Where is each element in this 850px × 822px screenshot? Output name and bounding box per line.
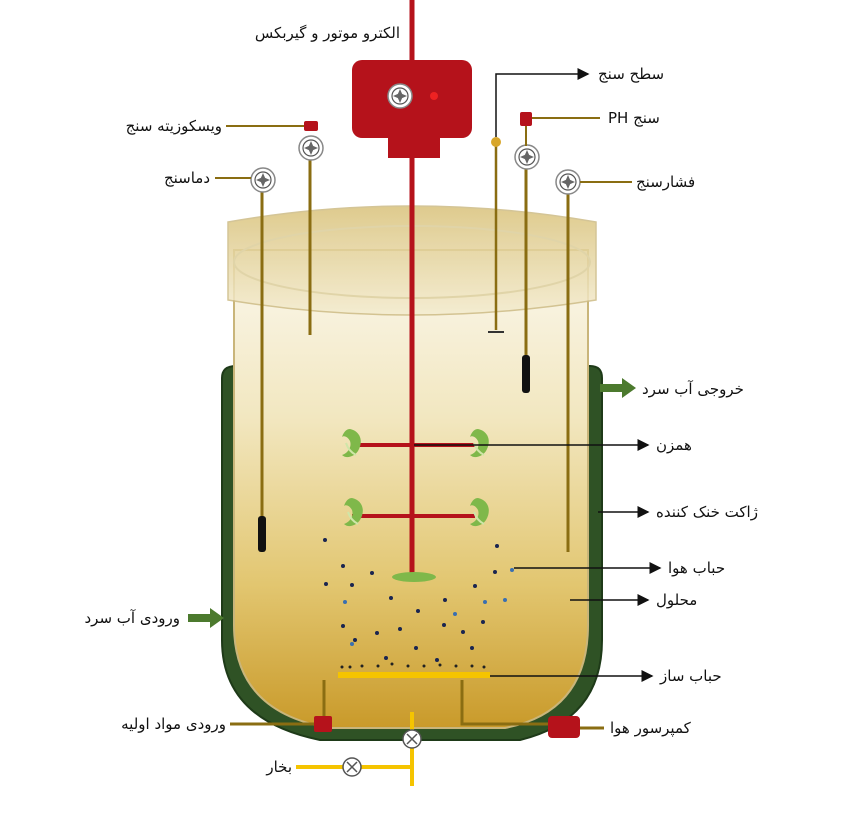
steam-inlet-valve-icon xyxy=(342,757,362,777)
label-raw-material-inlet: ورودی مواد اولیه xyxy=(121,715,226,733)
motor-led xyxy=(430,92,438,100)
ph-gauge-icon xyxy=(514,144,540,170)
label-ph-meter: PH سنج xyxy=(608,109,660,127)
level-leader xyxy=(495,68,590,137)
coolant-out-arrow-icon xyxy=(600,378,636,398)
thermometer-tip xyxy=(258,516,266,552)
air-compressor-box xyxy=(548,716,580,738)
label-pressure-gauge: فشارسنج xyxy=(636,173,695,191)
ph-tip xyxy=(522,355,530,393)
viscometer-gauge-icon xyxy=(298,135,324,161)
label-coolant-in: ورودی آب سرد xyxy=(84,609,180,627)
label-air-compressor: کمپرسور هوا xyxy=(610,719,692,738)
viscometer-connector xyxy=(304,121,318,131)
label-solution: محلول xyxy=(656,591,697,609)
label-agitator: همزن xyxy=(656,436,692,454)
motor-dial-icon xyxy=(387,83,413,109)
level-probe-head xyxy=(491,137,501,147)
label-cooling-jacket: ژاکت خنک کننده xyxy=(656,503,758,521)
ph-connector xyxy=(520,112,532,126)
pressure-gauge-icon xyxy=(555,169,581,195)
label-coolant-out: خروجی آب سرد xyxy=(642,380,744,398)
raw-material-valve xyxy=(314,716,332,732)
sparger xyxy=(338,672,490,678)
label-thermometer: دماسنج xyxy=(164,169,210,187)
label-sparger: حباب ساز xyxy=(659,667,722,685)
label-steam: بخار xyxy=(265,758,292,776)
air-bubbles xyxy=(323,538,514,662)
coolant-in-arrow-icon xyxy=(188,608,224,628)
thermometer-gauge-icon xyxy=(250,167,276,193)
label-motor: الکترو موتور و گیربکس xyxy=(255,24,400,42)
sparger-holes xyxy=(340,662,486,669)
bottom-impeller xyxy=(392,572,436,582)
label-level-sensor: سطح سنج xyxy=(598,65,664,83)
label-viscometer: ویسکوزیته سنج xyxy=(126,117,222,135)
label-air-bubble: حباب هوا xyxy=(668,559,725,577)
gearbox xyxy=(388,136,440,158)
steam-valve-icon xyxy=(402,729,422,749)
